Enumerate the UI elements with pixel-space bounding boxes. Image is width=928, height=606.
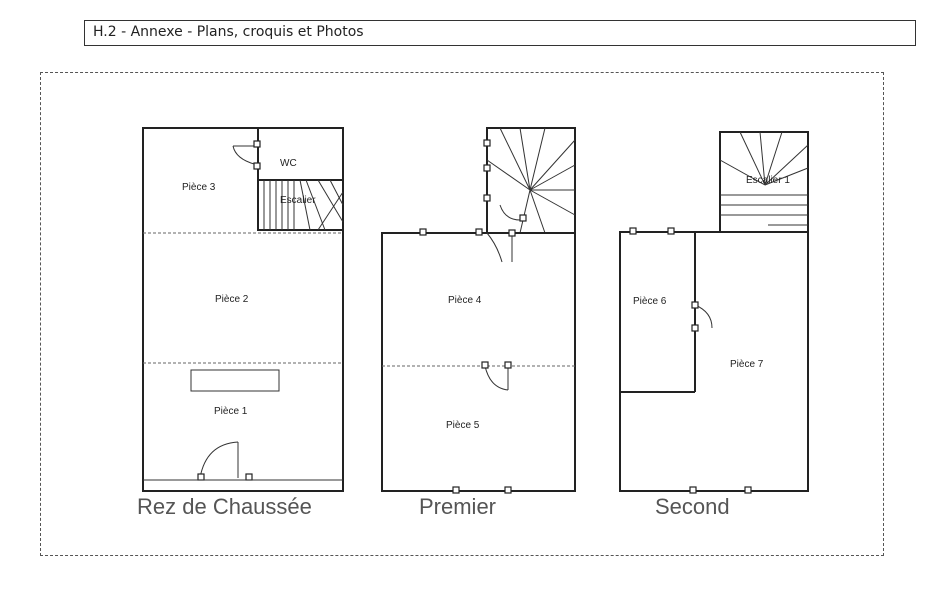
staircase-icon <box>486 127 576 234</box>
room-label-escalier: Escalier <box>280 195 316 206</box>
floor-label-second: Second <box>655 494 730 519</box>
room-label-piece-3: Pièce 3 <box>182 182 216 193</box>
room-label-piece-5: Pièce 5 <box>446 420 480 431</box>
room-label-piece-4: Pièce 4 <box>448 295 482 306</box>
plans-frame <box>40 72 884 556</box>
room-label-piece-7: Pièce 7 <box>730 359 764 370</box>
staircase-icon <box>719 131 809 226</box>
staircase-icon <box>263 179 344 231</box>
room-label-piece-2: Pièce 2 <box>215 294 249 305</box>
header-box: H.2 - Annexe - Plans, croquis et Photos <box>84 20 916 46</box>
room-label-piece-6: Pièce 6 <box>633 296 667 307</box>
page-title: H.2 - Annexe - Plans, croquis et Photos <box>93 24 364 40</box>
floor-label-premier: Premier <box>419 494 496 519</box>
floor-plan-second <box>619 131 809 494</box>
floor-plan-rez-de-chaussee <box>142 127 344 492</box>
floor-label-rez-de-chaussee: Rez de Chaussée <box>137 494 312 519</box>
floor-plan-premier <box>381 127 576 494</box>
room-label-escalier-1: Escalier 1 <box>746 175 790 186</box>
room-label-piece-1: Pièce 1 <box>214 406 248 417</box>
room-label-wc: WC <box>280 158 297 169</box>
